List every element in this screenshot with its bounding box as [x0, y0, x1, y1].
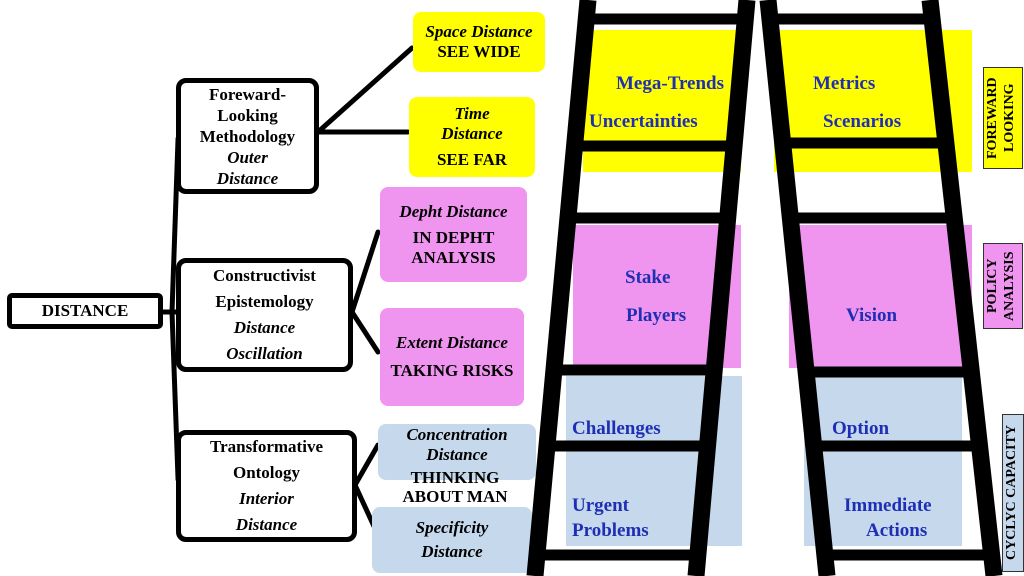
ladder-problems: Problems — [572, 520, 649, 541]
leaf-time-distance: Time Distance SEE FAR — [409, 97, 535, 177]
node-constructivist-line-2: Epistemology — [215, 292, 314, 311]
ladder-players: Players — [626, 305, 687, 326]
side-analysis: ANALYSIS — [1002, 251, 1017, 321]
side-looking: LOOKING — [1002, 83, 1017, 153]
leaf-space-caps: SEE WIDE — [437, 42, 521, 61]
node-transformative-line-2: Ontology — [232, 463, 301, 482]
connector-node3-concentration — [352, 442, 381, 488]
leaf-specificity-italic-2: Distance — [421, 542, 483, 561]
leaf-time-italic-2: Distance — [441, 124, 503, 143]
node-transformative-line-1: Transformative — [210, 437, 323, 456]
leaf-extent-italic: Extent Distance — [396, 333, 508, 352]
connector-node1-space — [315, 45, 415, 135]
ladder-metrics: Metrics — [813, 73, 876, 94]
ladder-rail-left-outer — [526, 0, 597, 576]
side-cyclyc: CYCLYC CAPACITY — [1004, 425, 1019, 561]
leaf-space-distance: Space Distance SEE WIDE — [413, 12, 545, 72]
node-constructivist-line-1: Constructivist — [213, 266, 316, 285]
leaf-extent-caps: TAKING RISKS — [390, 361, 514, 380]
ladder-urgent: Urgent — [572, 495, 629, 516]
node-constructivist-epistemology: Constructivist Epistemology Distance Osc… — [176, 258, 353, 372]
leaf-concentration-italic-2: Distance — [426, 445, 488, 464]
ladder-challenges: Challenges — [572, 418, 661, 439]
leaf-depht-italic: Depht Distance — [399, 201, 508, 221]
ladder-uncertainties: Uncertainties — [589, 111, 698, 132]
leaf-depht-caps-1: IN DEPHT — [412, 227, 495, 247]
leaf-concentration-caps-2: ABOUT MAN — [402, 487, 508, 506]
leaf-concentration-italic-1: Concentration — [406, 425, 508, 444]
ladder-scenarios: Scenarios — [823, 111, 902, 132]
ladder-mega-trends: Mega-Trends — [616, 73, 725, 94]
ladder-zone-right-pink — [789, 225, 972, 368]
leaf-concentration-caps-1: THINKING — [410, 468, 500, 487]
side-label-foreward-looking: FOREWARD LOOKING — [983, 67, 1023, 169]
leaf-extent-distance: Extent Distance TAKING RISKS — [380, 308, 524, 406]
leaf-concentration-caps: THINKING ABOUT MAN — [380, 468, 530, 506]
ladder-rail-left-inner — [687, 0, 756, 576]
ladder-option: Option — [832, 418, 890, 439]
ladder-stake: Stake — [625, 267, 671, 288]
leaf-concentration-distance: Concentration Distance — [378, 424, 536, 480]
leaf-time-caps: SEE FAR — [436, 150, 508, 169]
ladder-rail-right-outer — [921, 0, 1003, 576]
node-transformative-ontology: Transformative Ontology Interior Distanc… — [176, 430, 357, 542]
leaf-space-italic: Space Distance — [425, 22, 533, 41]
side-foreward: FOREWARD — [985, 77, 1000, 159]
ladder-immediate: Immediate — [844, 495, 932, 516]
node-forward-italic-1: Outer — [227, 147, 268, 167]
root-distance-label: DISTANCE — [41, 301, 129, 320]
leaf-specificity-italic-1: Specificity — [415, 518, 489, 537]
ladder-zone-right-blue — [804, 376, 962, 546]
leaf-depht-distance: Depht Distance IN DEPHT ANALYSIS — [380, 187, 527, 282]
node-transformative-italic-1: Interior — [239, 489, 294, 508]
leaf-depht-caps-2: ANALYSIS — [411, 247, 496, 267]
node-forward-looking-methodology: Foreward- Looking Methodology Outer Dist… — [176, 78, 319, 194]
node-forward-italic-2: Distance — [216, 168, 279, 188]
connector-node2-depth — [349, 229, 381, 315]
side-label-policy-analysis: POLICY ANALYSIS — [983, 243, 1023, 329]
node-constructivist-italic-2: Oscillation — [226, 344, 303, 363]
ladder-actions: Actions — [866, 520, 928, 541]
root-distance-box: DISTANCE — [7, 293, 163, 329]
ladder-vision: Vision — [846, 305, 898, 326]
node-forward-line-1: Foreward- — [208, 84, 287, 104]
node-forward-line-3: Methodology — [199, 126, 296, 146]
leaf-specificity-distance: Specificity Distance — [372, 507, 532, 573]
ladder-rail-right-inner — [759, 0, 836, 576]
side-policy: POLICY — [985, 258, 1000, 314]
connector-node2-extent — [349, 309, 381, 355]
node-forward-line-2: Looking — [217, 105, 278, 125]
node-transformative-italic-2: Distance — [235, 515, 298, 534]
side-label-cyclyc-capacity: CYCLYC CAPACITY — [1002, 414, 1024, 572]
node-constructivist-italic-1: Distance — [233, 318, 296, 337]
leaf-time-italic-1: Time — [454, 104, 490, 123]
